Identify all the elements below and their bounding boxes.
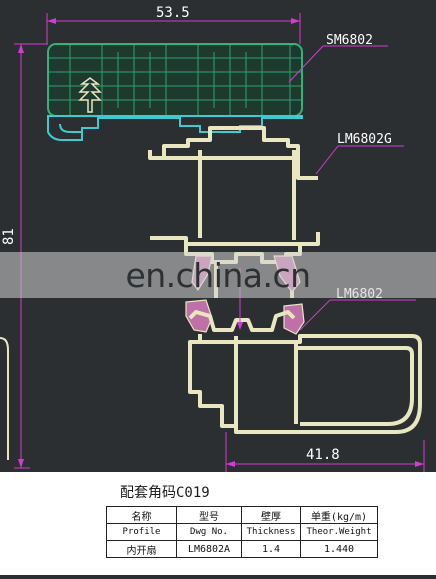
top-dimension-text: 53.5 (156, 5, 190, 21)
caption: 配套角码C019 (120, 485, 210, 501)
table-header-row: 名称 型号 壁厚 单重(kg/m) (106, 506, 378, 524)
header-profile-en: Profile (106, 523, 177, 541)
sash-profile (188, 310, 422, 434)
watermark-band (0, 252, 436, 298)
cell-thickness: 1.4 (241, 540, 301, 558)
callout-profile: LM6802G (315, 132, 404, 175)
bottom-dimension-text: 41.8 (306, 447, 340, 463)
header-profile-cn: 名称 (106, 506, 177, 524)
callout-gasket: SM6802 (288, 33, 388, 83)
bottom-dimension: 41.8 (225, 432, 425, 472)
cell-dwg: LM6802A (176, 540, 242, 558)
cover-gasket (47, 43, 303, 141)
spec-table: 名称 型号 壁厚 单重(kg/m) Profile Dwg No. Thickn… (106, 506, 378, 558)
cell-profile: 内开扇 (106, 540, 177, 558)
adjacent-frame-edge (0, 337, 9, 460)
header-thickness-en: Thickness (241, 523, 301, 541)
watermark-text: en.china.cn (125, 256, 311, 295)
cell-weight: 1.440 (300, 540, 378, 558)
header-dwg-cn: 型号 (176, 506, 242, 524)
callout-gasket-text: SM6802 (326, 33, 373, 48)
table-row: 内开扇 LM6802A 1.4 1.440 (106, 540, 378, 558)
header-weight-en: Theor.Weight (300, 523, 378, 541)
table-header-row-en: Profile Dwg No. Thickness Theor.Weight (106, 523, 378, 541)
top-dimension: 53.5 (46, 5, 301, 44)
header-weight-cn: 单重(kg/m) (300, 506, 378, 524)
header-dwg-en: Dwg No. (176, 523, 242, 541)
header-thickness-cn: 壁厚 (241, 506, 301, 524)
height-dimension-text: 81 (1, 228, 17, 245)
callout-profile-text: LM6802G (337, 132, 392, 147)
